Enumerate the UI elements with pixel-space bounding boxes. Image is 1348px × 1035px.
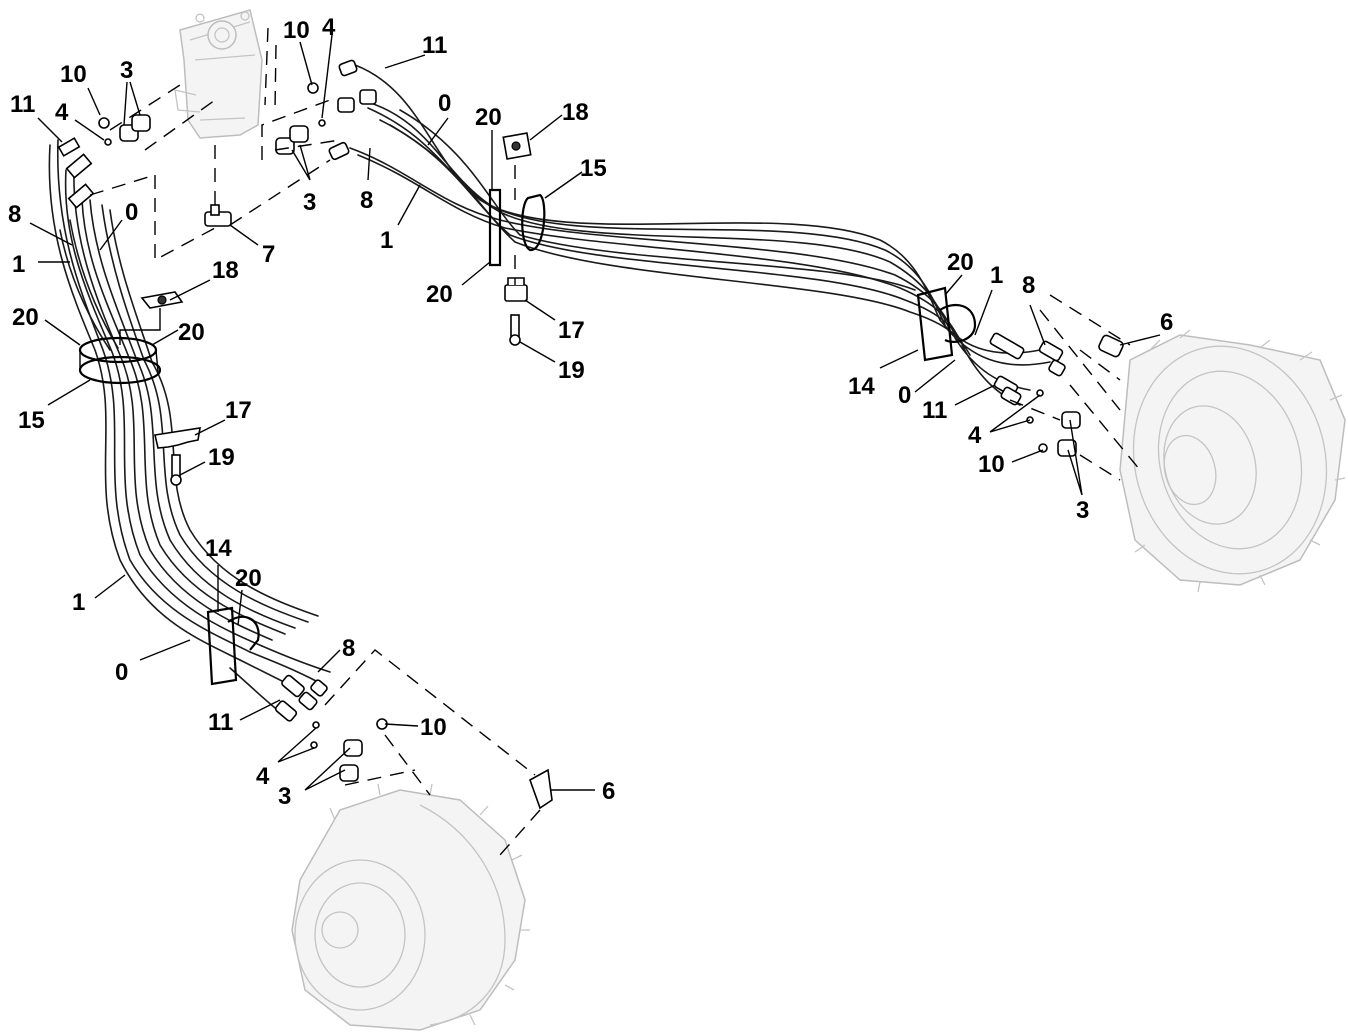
- hose-bundle-right: [349, 64, 1051, 406]
- callout-label: 8: [8, 201, 21, 228]
- callout-label: 17: [558, 317, 585, 344]
- callout-label: 11: [922, 397, 947, 424]
- callout-label: 6: [1160, 309, 1173, 336]
- tee-fitting: [204, 204, 232, 227]
- callout-label: 14: [848, 373, 875, 400]
- callout-label: 20: [178, 319, 205, 346]
- callout-label: 15: [580, 155, 607, 182]
- callout-label: 19: [208, 444, 235, 471]
- callout-label: 3: [120, 57, 133, 84]
- callout-label: 0: [125, 199, 138, 226]
- callout-label: 4: [55, 99, 69, 126]
- callout-label: 20: [475, 104, 502, 131]
- clamp-left-upper: [78, 336, 162, 385]
- callout-label: 11: [422, 32, 447, 59]
- callout-label: 0: [438, 90, 451, 117]
- callout-label: 10: [420, 714, 447, 741]
- bracket-plate-left: [119, 291, 184, 345]
- callout-label: 0: [898, 382, 911, 409]
- bracket-plate-upper: [502, 132, 532, 160]
- assembly-dash-lines: [89, 27, 1141, 856]
- fittings-bottom: [274, 674, 553, 810]
- callout-label: 1: [12, 251, 25, 278]
- callout-label: 20: [947, 249, 974, 276]
- fittings-top-center: [275, 59, 377, 161]
- hose-bundle-left: [48, 139, 319, 661]
- callout-label: 4: [322, 14, 336, 41]
- half-clamp-center: [504, 277, 528, 302]
- callout-label: 10: [978, 451, 1005, 478]
- callout-label: 20: [426, 281, 453, 308]
- callout-label: 11: [208, 709, 233, 736]
- callout-label: 8: [342, 635, 355, 662]
- callout-label: 8: [360, 187, 373, 214]
- clamp-center: [488, 188, 546, 267]
- callout-label: 6: [602, 778, 615, 805]
- callout-label: 11: [10, 91, 35, 118]
- callout-label: 1: [990, 262, 1003, 289]
- callout-label: 1: [380, 227, 393, 254]
- travel-motor-left-ghost: [291, 783, 530, 1031]
- leader-lines: [29, 34, 1161, 791]
- callout-label: 3: [303, 189, 316, 216]
- callout-label: 1: [72, 589, 85, 616]
- fittings-right: [989, 332, 1124, 457]
- callout-label: 20: [12, 304, 39, 331]
- callout-label: 3: [278, 783, 291, 810]
- callout-label: 18: [212, 257, 239, 284]
- callout-label: 4: [256, 763, 270, 790]
- callout-label: 10: [283, 17, 310, 44]
- callout-labels: 11 10 3 4 8 0 1 18 20 20 15 17 19 10 4 1…: [8, 14, 1173, 810]
- rotary-joint-ghost: [174, 9, 263, 139]
- callout-label: 19: [558, 357, 585, 384]
- callout-label: 17: [225, 397, 252, 424]
- callout-label: 15: [18, 407, 45, 434]
- half-clamp-left: [154, 427, 201, 449]
- clamp-left-lower: [206, 606, 260, 686]
- callout-label: 4: [968, 422, 982, 449]
- callout-label: 3: [1076, 497, 1089, 524]
- hose-end-fitting-left-top: [57, 114, 151, 209]
- clamp-right: [916, 286, 977, 362]
- bolt-left: [170, 454, 182, 486]
- callout-label: 14: [205, 535, 232, 562]
- hose-bundle-bottom-ends: [229, 645, 331, 721]
- callout-label: 7: [262, 241, 275, 268]
- callout-label: 18: [562, 99, 589, 126]
- travel-motor-right-ghost: [1119, 329, 1346, 593]
- callout-label: 10: [60, 61, 87, 88]
- callout-label: 8: [1022, 272, 1035, 299]
- callout-label: 20: [235, 565, 262, 592]
- bolt-center: [509, 314, 521, 346]
- callout-label: 0: [115, 659, 128, 686]
